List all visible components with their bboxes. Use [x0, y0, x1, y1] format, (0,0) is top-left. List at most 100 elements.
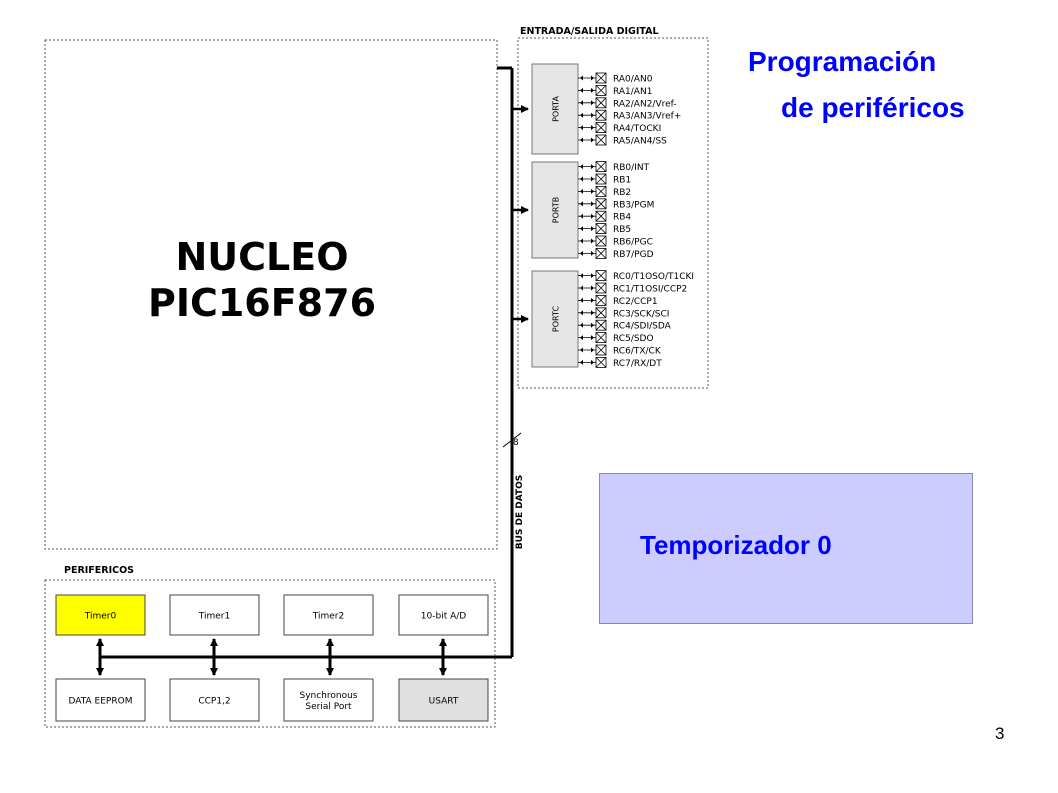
pin-label: RA0/AN0: [613, 75, 653, 85]
module-label: Timer2: [312, 612, 344, 622]
pin-terminal-cross: [595, 344, 607, 356]
pin-arrows: [580, 310, 594, 316]
pin-label: RA5/AN4/SS: [613, 137, 667, 147]
pin-terminal-cross: [595, 122, 607, 133]
pin-label: RA2/AN2/Vref-: [613, 99, 677, 109]
pin-terminal-cross: [595, 72, 607, 84]
pin-terminal-cross: [595, 282, 607, 294]
pin-arrows: [580, 164, 594, 170]
slide-title-line2: de periféricos: [781, 92, 965, 123]
pin-row: RC3/SCK/SCI: [578, 307, 669, 319]
port-label: PORTC: [552, 306, 561, 333]
port-box: [531, 161, 579, 259]
pin-label: RC7/RX/DT: [613, 359, 662, 369]
pin-label: RB3/PGM: [613, 200, 654, 210]
pin-terminal-cross: [595, 198, 607, 210]
pin-row: RA1/AN1: [578, 85, 652, 97]
pin-terminal-cross: [595, 97, 607, 109]
pin-arrows: [580, 250, 594, 256]
module-bottom-0: DATA EEPROM: [55, 678, 146, 722]
pin-label: RC3/SCK/SCI: [613, 309, 669, 319]
module-box: [169, 678, 260, 722]
pin-arrows: [580, 176, 594, 182]
module-label: USART: [429, 697, 459, 707]
pin-row: RC6/TX/CK: [578, 344, 662, 357]
bus-width-tick: [502, 432, 522, 448]
module-label: Timer0: [84, 612, 117, 622]
pin-arrows: [580, 297, 594, 303]
module-box: [398, 678, 489, 722]
pin-terminal-cross: [595, 295, 607, 306]
port-porta: PORTA RA0/AN0RA1/AN1RA2/AN2/Vref-RA3/AN3/…: [531, 63, 681, 155]
pin-arrows: [580, 273, 594, 279]
pin-label: RA4/TOCKI: [613, 124, 661, 134]
pin-arrows: [580, 87, 594, 93]
pin-arrows: [580, 75, 594, 81]
module-top-2: Timer2: [283, 594, 374, 636]
pin-row: RA4/TOCKI: [578, 122, 661, 134]
pin-terminal-cross: [595, 270, 607, 281]
pin-arrows: [580, 188, 594, 194]
peripherals-title: PERIFERICOS: [64, 565, 134, 576]
module-box: [283, 678, 374, 722]
port-portc: PORTC RC0/T1OSO/T1CKIRC1/T1OSI/CCP2RC2/CC…: [531, 270, 694, 369]
pin-terminal-cross: [595, 85, 607, 96]
pin-row: RC7/RX/DT: [578, 356, 662, 369]
pin-row: RB7/PGD: [578, 247, 654, 260]
pin-label: RB4: [613, 213, 631, 223]
pin-label: RC0/T1OSO/T1CKI: [613, 272, 694, 282]
module-bottom-1: CCP1,2: [169, 678, 260, 722]
pin-row: RA3/AN3/Vref+: [578, 109, 681, 122]
pin-terminal-cross: [595, 235, 607, 247]
port-portb: PORTBRB0/INTRB1RB2RB3/PGMRB4RB5RB6/PGCRB…: [531, 161, 654, 260]
module-label: DATA EEPROM: [69, 697, 133, 707]
module-label: Timer1: [198, 612, 230, 622]
module-box: [283, 594, 374, 636]
pin-terminal-cross: [595, 134, 607, 146]
module-box: [169, 594, 260, 636]
highlight-box: Temporizador 0: [599, 473, 973, 624]
peripherals-region: [44, 579, 496, 728]
port-box: [531, 270, 579, 368]
pin-label: RC2/CCP1: [613, 297, 658, 307]
slide-title-line1: Programación: [748, 46, 937, 77]
port-label: PORTA: [552, 96, 561, 122]
port-box: [531, 63, 579, 155]
pin-row: RC0/T1OSO/T1CKI: [578, 270, 694, 282]
module-box: [55, 678, 146, 722]
pin-terminal-cross: [595, 161, 607, 172]
pin-row: RB2: [578, 185, 631, 198]
pin-row: RB1: [578, 173, 631, 186]
pin-row: RA0/AN0: [578, 72, 653, 85]
pin-arrows: [580, 112, 594, 118]
pin-arrows: [580, 213, 594, 219]
pin-arrows: [580, 137, 594, 143]
pin-row: RB4: [578, 210, 631, 223]
pin-terminal-cross: [595, 357, 607, 368]
pin-terminal-cross: [595, 248, 607, 259]
pin-row: RA2/AN2/Vref-: [578, 97, 677, 109]
page-number: 3: [995, 724, 1005, 743]
pin-terminal-cross: [595, 332, 607, 343]
module-label: Synchronous: [299, 691, 357, 701]
pin-arrows: [580, 322, 594, 328]
pin-row: RB0/INT: [578, 161, 650, 173]
digital-io-title: ENTRADA/SALIDA DIGITAL: [520, 26, 659, 37]
pin-arrows: [580, 100, 594, 106]
module-box: [398, 594, 489, 636]
pin-label: RB6/PGC: [613, 238, 653, 248]
digital-io-region: [517, 37, 709, 389]
pin-label: RB5: [613, 225, 631, 235]
pin-terminal-cross: [595, 223, 607, 234]
module-top-1: Timer1: [169, 594, 260, 636]
pin-label: RC5/SDO: [613, 334, 654, 344]
pin-row: RC1/T1OSI/CCP2: [578, 282, 687, 295]
core-block: [44, 39, 498, 550]
pin-terminal-cross: [595, 307, 607, 319]
pin-label: RB0/INT: [613, 163, 650, 173]
module-box: [55, 594, 146, 636]
pin-arrows: [580, 347, 594, 353]
